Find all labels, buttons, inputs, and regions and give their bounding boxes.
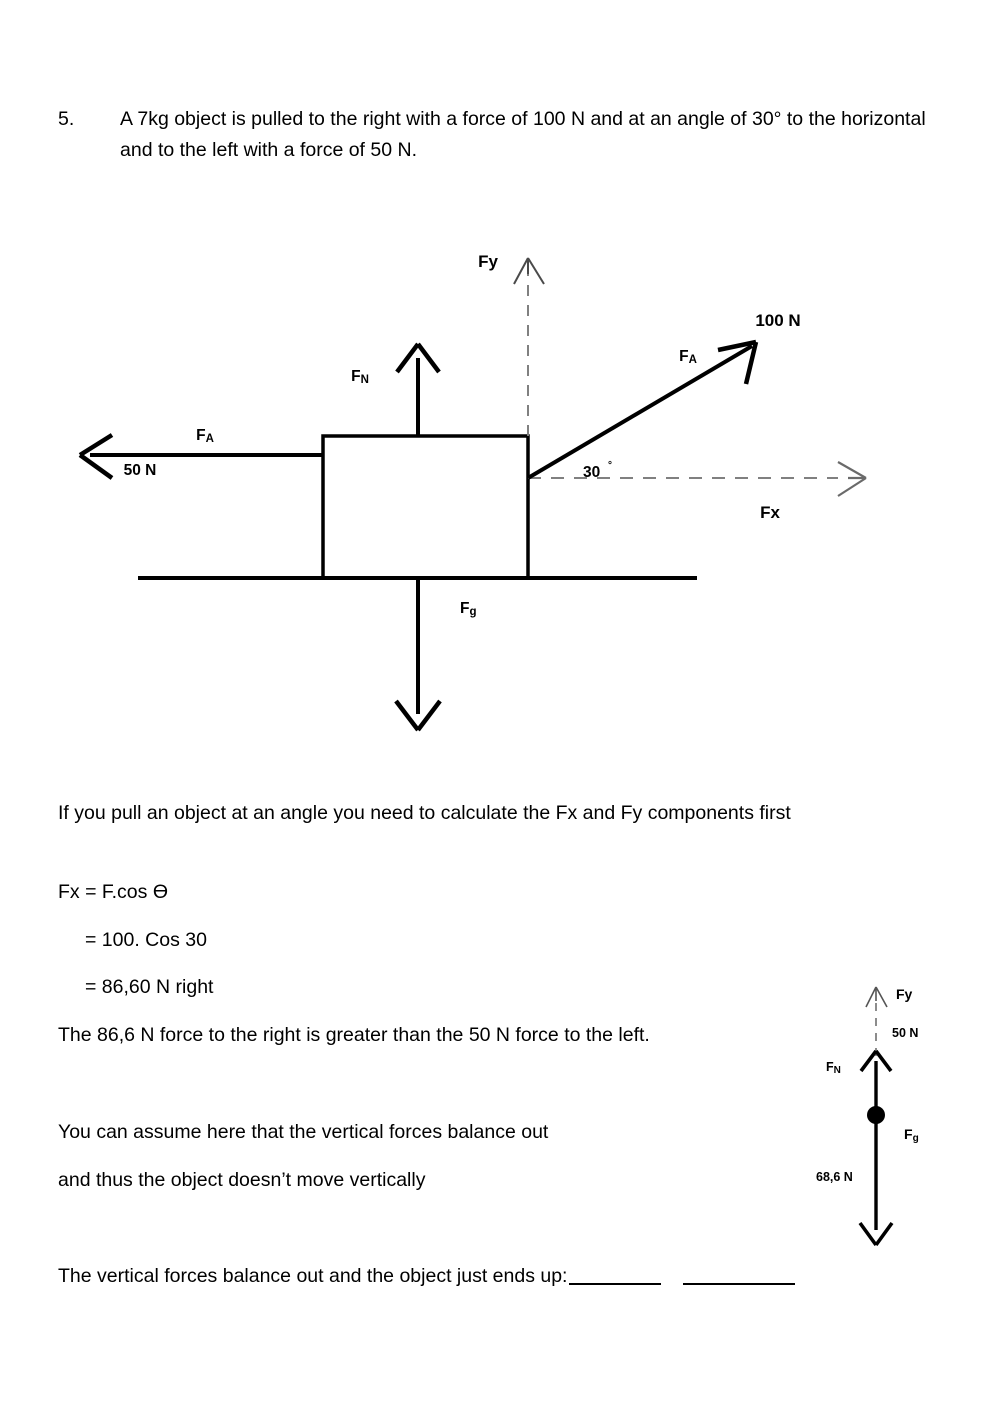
assumption-statement: You can assume here that the vertical fo… [58,1121,549,1143]
inset-fn-arrowhead-icon [859,1049,893,1073]
main-force-diagram-svg: Fy Fx FN Fg FA 50 N FA 100 N [78,252,867,732]
answer-blank-2[interactable] [683,1283,796,1285]
fn-arrowhead-icon [395,342,441,374]
left-force-arrowhead-icon [78,433,114,480]
comparison-statement: The 86,6 N force to the right is greater… [58,1024,650,1046]
applied-force-shaft [526,344,754,480]
fg-arrowhead-icon [394,699,442,732]
angle-value: 30 [583,464,600,481]
inset-fg-label: Fg [904,1126,919,1144]
inset-fg-arrowhead-icon [858,1221,894,1247]
final-answer-prompt: The vertical forces balance out and the … [58,1261,938,1292]
fx-label: Fx [760,503,780,522]
inset-fn-label: FN [826,1060,841,1076]
inset-vertical-forces-diagram: Fy 50 N FN Fg 68,6 N [800,965,980,1265]
explanation-intro: If you pull an object at an angle you ne… [58,802,791,824]
object-box [321,434,530,580]
question-row: 5. A 7kg object is pulled to the right w… [58,104,938,166]
inset-fy-arrowhead-icon [865,986,888,1008]
inset-fy-value: 50 N [892,1026,918,1040]
final-prompt-text: The vertical forces balance out and the … [58,1265,568,1287]
main-force-diagram: Fy Fx FN Fg FA 50 N FA 100 N [0,230,1000,760]
question-block: 5. A 7kg object is pulled to the right w… [58,104,938,166]
inset-diagram-svg: Fy 50 N FN Fg 68,6 N [816,986,919,1247]
calc-step-1: = 100. Cos 30 [85,929,207,951]
formula-fx: Fx = F.cos Ɵ [58,881,168,903]
fg-label: Fg [460,600,477,618]
left-force-value: 50 N [124,462,157,479]
fa-right-label: FA [679,348,697,366]
question-text: A 7kg object is pulled to the right with… [120,108,926,161]
fx-arrowhead-icon [837,461,867,497]
answer-blank-1[interactable] [569,1283,662,1285]
applied-force-arrowhead-icon [717,339,759,385]
fa-left-label: FA [196,427,214,445]
fy-label: Fy [478,252,498,271]
vertical-statement: and thus the object doesn’t move vertica… [58,1169,426,1191]
question-number: 5. [58,108,75,130]
calc-step-2: = 86,60 N right [85,976,214,998]
inset-fg-value: 68,6 N [816,1170,853,1184]
fy-arrowhead-icon [513,257,545,285]
angle-degree-symbol: ° [608,460,612,471]
applied-force-value: 100 N [755,311,800,330]
fn-label: FN [351,368,369,386]
inset-fy-label: Fy [896,986,913,1002]
